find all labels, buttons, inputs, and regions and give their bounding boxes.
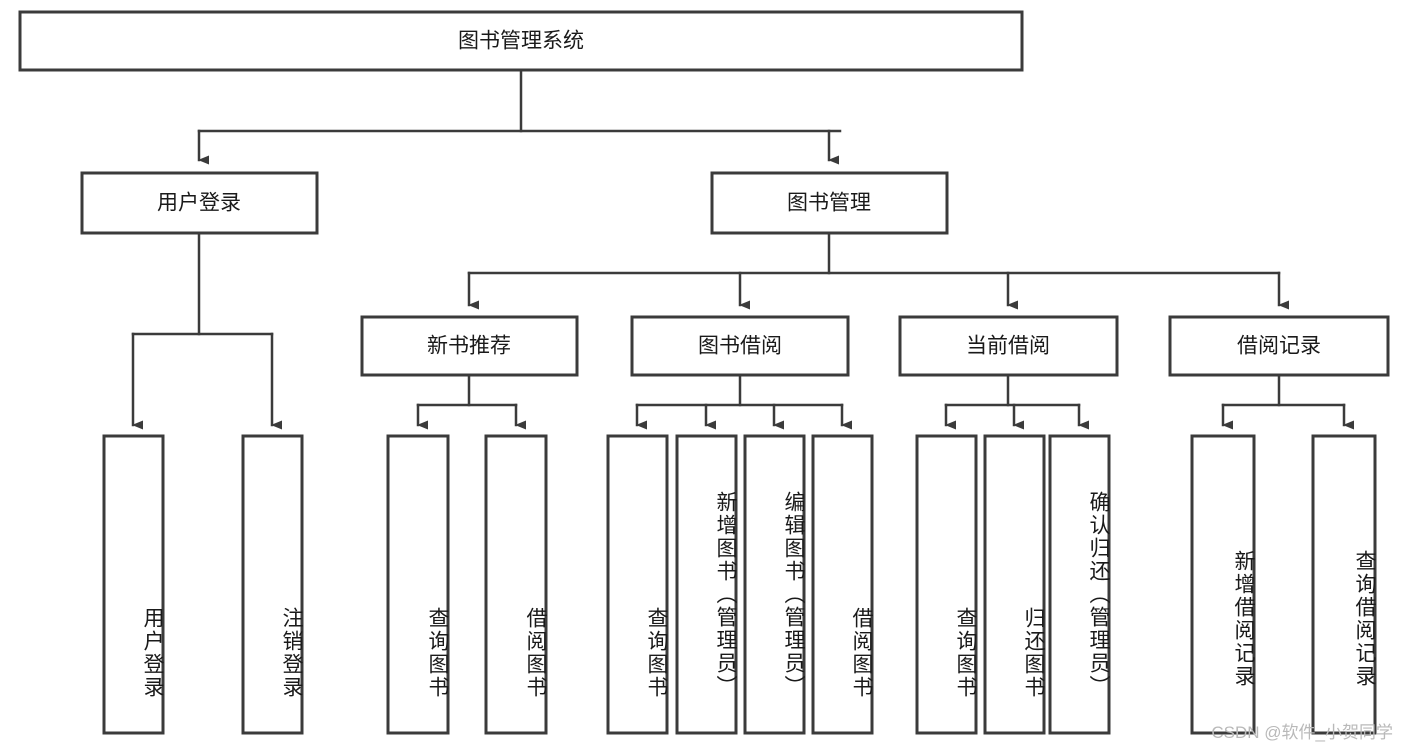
node-box-leaf-borrow-book-2[interactable] bbox=[811, 434, 874, 735]
node-box-leaf-query-record[interactable] bbox=[1311, 434, 1377, 735]
node-label-user-login: 用户登录 bbox=[157, 192, 241, 215]
node-label-borrow-record: 借阅记录 bbox=[1237, 335, 1321, 358]
node-label-current-borrow: 当前借阅 bbox=[966, 335, 1050, 358]
node-label-book-borrow: 图书借阅 bbox=[698, 335, 782, 358]
node-box-leaf-add-record[interactable] bbox=[1190, 434, 1256, 735]
node-box-new-book-recommend[interactable] bbox=[360, 315, 579, 377]
node-label-new-book-recommend: 新书推荐 bbox=[427, 335, 511, 358]
node-box-leaf-add-book[interactable] bbox=[675, 434, 738, 735]
node-box-user-login[interactable] bbox=[80, 171, 319, 235]
node-box-book-borrow[interactable] bbox=[630, 315, 850, 377]
node-box-leaf-query-book-3[interactable] bbox=[915, 434, 978, 735]
node-label-root: 图书管理系统 bbox=[458, 30, 584, 53]
node-box-book-manage[interactable] bbox=[710, 171, 949, 235]
node-box-leaf-query-book-2[interactable] bbox=[606, 434, 669, 735]
node-box-leaf-edit-book[interactable] bbox=[743, 434, 806, 735]
connector-layer bbox=[131, 68, 1354, 430]
node-box-root[interactable] bbox=[18, 10, 1024, 72]
node-layer: 图书管理系统 用户登录 图书管理 新书推荐 图书借阅 当前借阅 借阅记录 bbox=[18, 10, 1390, 735]
node-box-leaf-borrow-book-1[interactable] bbox=[484, 434, 548, 735]
node-box-leaf-logout-login[interactable] bbox=[241, 434, 304, 735]
node-box-current-borrow[interactable] bbox=[898, 315, 1119, 377]
node-box-leaf-return-book[interactable] bbox=[983, 434, 1046, 735]
node-box-leaf-confirm-return[interactable] bbox=[1048, 434, 1111, 735]
node-box-borrow-record[interactable] bbox=[1168, 315, 1390, 377]
node-box-leaf-query-book-1[interactable] bbox=[386, 434, 450, 735]
node-box-leaf-user-login[interactable] bbox=[102, 434, 165, 735]
watermark-label: CSDN @软件_小贺同学 bbox=[1211, 723, 1393, 742]
node-label-book-manage: 图书管理 bbox=[787, 192, 871, 215]
